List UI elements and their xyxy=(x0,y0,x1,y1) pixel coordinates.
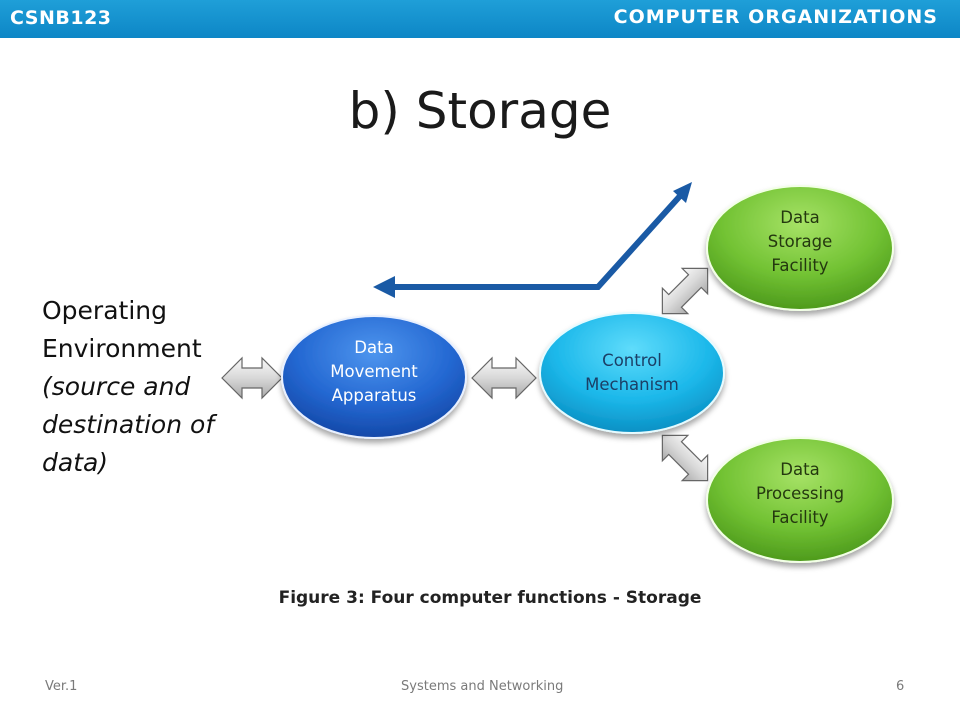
data-processing-line-1: Data xyxy=(780,460,820,479)
env-line-2: Environment xyxy=(42,334,202,363)
control-line-1: Control xyxy=(602,351,662,370)
footer-page-number: 6 xyxy=(896,679,905,694)
course-title: COMPUTER ORGANIZATIONS xyxy=(613,6,938,28)
data-storage-line-3: Facility xyxy=(771,256,829,275)
data-movement-label: Data Movement Apparatus xyxy=(294,336,454,408)
data-processing-node xyxy=(706,437,894,563)
slide-title: b) Storage xyxy=(348,82,612,140)
data-storage-node xyxy=(706,185,894,311)
data-storage-line-2: Storage xyxy=(767,232,833,251)
env-line-4: destination of xyxy=(42,410,215,439)
env-line-1: Operating xyxy=(42,296,167,325)
data-movement-line-2: Movement xyxy=(330,362,418,381)
operating-environment-label: Operating Environment (source and destin… xyxy=(42,292,242,482)
data-movement-node xyxy=(281,315,467,439)
header-bar: CSNB123 COMPUTER ORGANIZATIONS xyxy=(0,0,960,38)
env-line-3: (source and xyxy=(42,372,191,401)
control-line-2: Mechanism xyxy=(585,375,679,394)
data-processing-line-2: Processing xyxy=(755,484,845,503)
footer-version: Ver.1 xyxy=(45,679,78,694)
double-arrow-movement-control xyxy=(471,356,537,400)
figure-caption: Figure 3: Four computer functions - Stor… xyxy=(278,588,702,608)
data-processing-line-3: Facility xyxy=(771,508,829,527)
data-processing-label: Data Processing Facility xyxy=(720,458,880,530)
double-arrow-env-movement xyxy=(221,356,283,400)
flow-arrow xyxy=(373,182,692,298)
double-arrow-control-processing xyxy=(661,434,709,482)
env-line-5: data) xyxy=(42,448,109,477)
data-storage-line-1: Data xyxy=(780,208,820,227)
data-storage-label: Data Storage Facility xyxy=(720,206,880,278)
data-movement-line-3: Apparatus xyxy=(331,386,417,405)
footer-center: Systems and Networking xyxy=(401,679,564,694)
control-mechanism-node xyxy=(539,312,725,434)
data-movement-line-1: Data xyxy=(354,338,394,357)
double-arrow-control-storage xyxy=(661,267,709,315)
control-mechanism-label: Control Mechanism xyxy=(552,349,712,397)
course-code: CSNB123 xyxy=(10,7,112,29)
